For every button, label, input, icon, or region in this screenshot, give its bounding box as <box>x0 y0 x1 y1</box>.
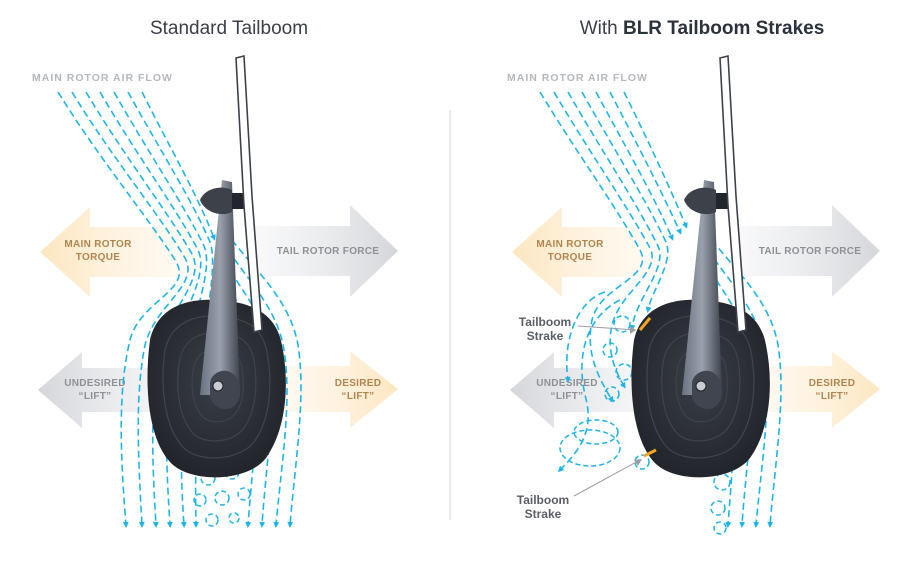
right-rotor-hub <box>684 187 716 215</box>
left-undesired-line2: “LIFT” <box>79 391 112 402</box>
right-undesired-arrow <box>510 352 660 428</box>
left-desired-line2: “LIFT” <box>342 391 375 402</box>
strake-callout-bottom-line1: Tailboom <box>517 493 569 507</box>
right-vortices <box>559 315 731 535</box>
left-title: Standard Tailboom <box>150 18 308 39</box>
right-airflow-label: MAIN ROTOR AIR FLOW <box>507 72 648 84</box>
right-torque-arrow <box>512 207 670 297</box>
strake-callout-bottom-line2: Strake <box>525 507 562 521</box>
left-pivot-point <box>212 380 224 392</box>
right-strake-upper <box>638 317 652 331</box>
right-undesired-line1: UNDESIRED <box>536 378 598 389</box>
left-tail-rotor-blade <box>235 54 263 334</box>
left-panel: Standard Tailboom MAIN ROTOR AIR FLOW MA… <box>32 18 398 528</box>
left-undesired-line1: UNDESIRED <box>64 378 126 389</box>
strake-callout-bottom-leader <box>573 459 641 497</box>
left-airflow-label: MAIN ROTOR AIR FLOW <box>32 72 173 84</box>
right-tail-rotor-blade <box>719 54 747 334</box>
left-tail-fin <box>200 180 240 395</box>
left-torque-line2: TORQUE <box>76 252 120 263</box>
left-torque-arrow <box>40 207 200 297</box>
right-tail-rotor-label: TAIL ROTOR FORCE <box>759 246 862 257</box>
right-strake-lower <box>643 448 657 458</box>
strake-callout-top-line2: Strake <box>527 329 564 343</box>
left-desired-line1: DESIRED <box>335 378 382 389</box>
left-rotor-hub <box>200 187 232 215</box>
right-panel: With BLR Tailboom Strakes MAIN ROTOR AIR… <box>507 18 880 535</box>
left-desired-arrow <box>262 351 398 428</box>
right-torque-line1: MAIN ROTOR <box>536 239 604 250</box>
right-desired-line1: DESIRED <box>809 378 856 389</box>
left-tail-rotor-arrow <box>255 205 398 297</box>
right-pivot-point <box>695 380 707 392</box>
strake-callout-top-leader <box>577 325 637 331</box>
right-title: With BLR Tailboom Strakes <box>580 18 825 39</box>
right-tail-fin <box>682 180 722 395</box>
right-torque-line2: TORQUE <box>548 252 592 263</box>
right-undesired-line2: “LIFT” <box>551 391 584 402</box>
right-desired-arrow <box>742 351 880 428</box>
left-tail-rotor-label: TAIL ROTOR FORCE <box>277 246 380 257</box>
right-tail-rotor-arrow <box>735 205 880 297</box>
left-torque-line1: MAIN ROTOR <box>64 239 132 250</box>
right-desired-line2: “LIFT” <box>816 391 849 402</box>
strake-callout-top-line1: Tailboom <box>519 315 571 329</box>
